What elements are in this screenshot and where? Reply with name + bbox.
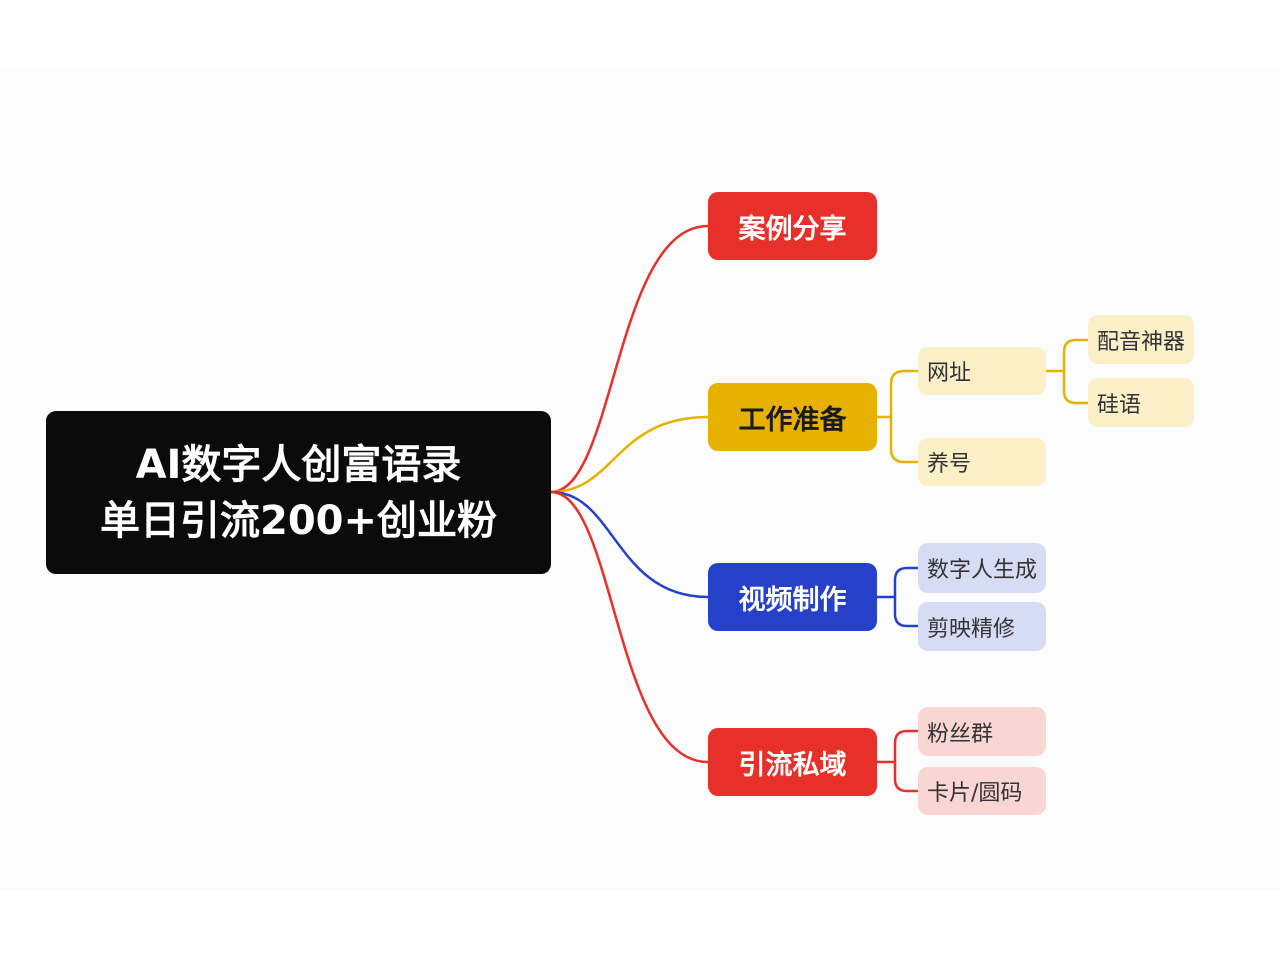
link-work-prep-url <box>877 369 918 419</box>
leaf-dubbing-tool[interactable]: 配音神器 <box>1088 315 1194 364</box>
root-title-line2: 单日引流200+创业粉 <box>99 497 497 544</box>
leaf-card-code-label: 卡片/圆码 <box>927 781 1023 806</box>
link-traffic-card <box>893 762 918 793</box>
link-root-case-share <box>550 224 709 494</box>
leaf-dubbing-tool-label: 配音神器 <box>1097 329 1186 355</box>
leaf-url[interactable]: 网址 <box>918 347 1046 395</box>
leaf-digital-human-label: 数字人生成 <box>927 558 1038 583</box>
leaf-video-edit[interactable]: 剪映精修 <box>918 602 1046 651</box>
branch-video-make-label: 视频制作 <box>738 584 847 616</box>
link-video-edit <box>893 597 918 628</box>
root-node[interactable]: AI数字人创富语录 单日引流200+创业粉 <box>46 411 551 574</box>
link-video-digital-human <box>877 566 918 599</box>
branch-traffic[interactable]: 引流私域 <box>708 728 877 796</box>
link-traffic-fan-group <box>877 729 918 764</box>
leaf-account[interactable]: 养号 <box>918 438 1046 486</box>
link-root-work-prep <box>550 415 709 494</box>
leaf-fan-group[interactable]: 粉丝群 <box>918 707 1046 756</box>
branch-work-prep-label: 工作准备 <box>738 404 847 436</box>
link-url-dubbing <box>1046 338 1088 373</box>
leaf-digital-human[interactable]: 数字人生成 <box>918 543 1046 593</box>
link-root-video-make <box>550 490 709 599</box>
leaf-url-label: 网址 <box>927 361 972 386</box>
branch-case-share-label: 案例分享 <box>738 213 847 245</box>
leaf-guiyu-label: 硅语 <box>1097 392 1142 418</box>
leaf-video-edit-label: 剪映精修 <box>927 616 1016 642</box>
link-work-prep-account <box>889 417 918 464</box>
leaf-guiyu[interactable]: 硅语 <box>1088 378 1194 427</box>
branch-work-prep[interactable]: 工作准备 <box>708 383 877 451</box>
link-root-traffic <box>550 490 709 764</box>
leaf-card-code[interactable]: 卡片/圆码 <box>918 767 1046 815</box>
branch-case-share[interactable]: 案例分享 <box>708 192 877 260</box>
branch-traffic-label: 引流私域 <box>738 749 847 781</box>
root-title-line1: AI数字人创富语录 <box>135 441 462 488</box>
branch-video-make[interactable]: 视频制作 <box>708 563 877 631</box>
link-url-guiyu <box>1062 371 1088 405</box>
leaf-account-label: 养号 <box>927 452 972 477</box>
leaf-fan-group-label: 粉丝群 <box>927 721 994 747</box>
